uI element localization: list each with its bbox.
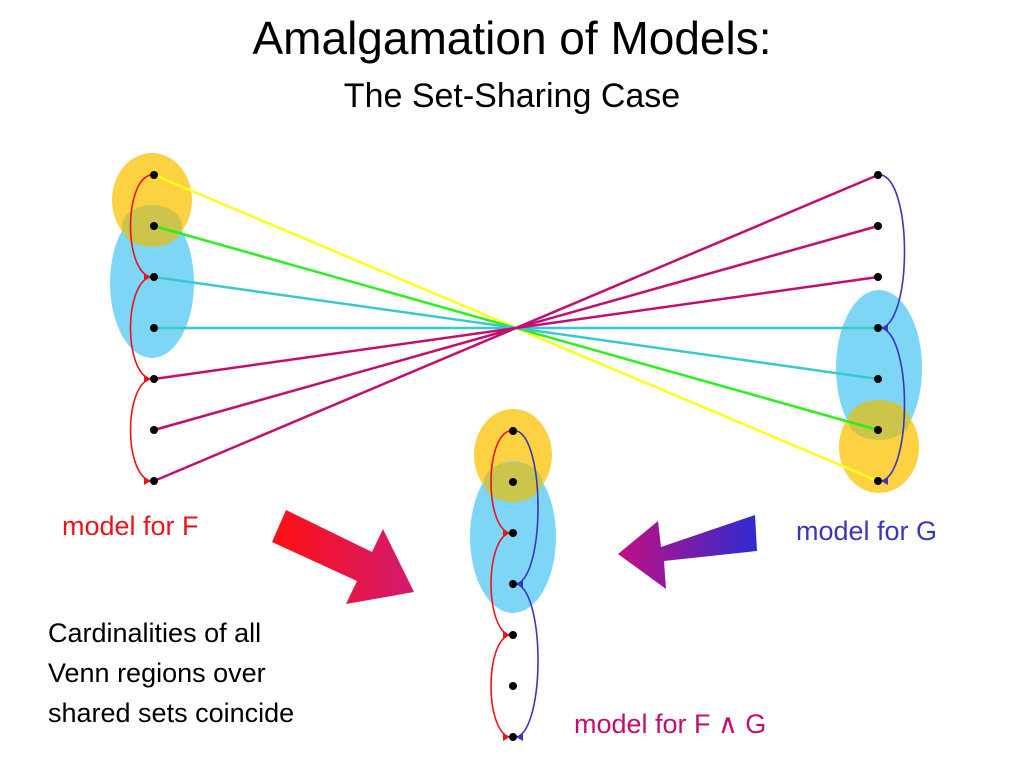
- page-subtitle: The Set-Sharing Case: [343, 77, 681, 115]
- model-fg-label: model for F ∧ G: [574, 709, 767, 739]
- model-f-point-7: [150, 477, 158, 485]
- model-fg-g-arc-2: [516, 583, 539, 738]
- model-f-point-3: [150, 273, 158, 281]
- model-g-point-3: [874, 273, 882, 281]
- model-g-overlap: [848, 400, 910, 440]
- crossing-line-7: [153, 173, 879, 483]
- arrow-g-to-fg: [618, 515, 757, 589]
- model-g-arc-2: [881, 327, 906, 482]
- model-points: [150, 171, 882, 741]
- crossing-lines: [153, 173, 879, 483]
- model-f-chain: [129, 174, 151, 485]
- model-g-point-1: [874, 171, 882, 179]
- model-fg-f-arrowhead-3: [503, 733, 510, 741]
- model-f-point-4: [150, 324, 158, 332]
- model-fg-point-1: [509, 427, 517, 435]
- model-f-arc-3: [129, 378, 151, 482]
- model-g-sets: [836, 290, 922, 493]
- model-g-point-4: [874, 324, 882, 332]
- note-line-3: shared sets coincide: [48, 698, 295, 728]
- model-fg-g-arrowhead-2: [516, 733, 523, 741]
- model-f-arrowhead-3: [144, 477, 151, 485]
- note-line-1: Cardinalities of all: [48, 618, 262, 648]
- model-fg-f-arc-1: [490, 430, 510, 534]
- model-f-label: model for F: [62, 511, 199, 541]
- model-fg-point-3: [509, 529, 517, 537]
- model-g-point-5: [874, 375, 882, 383]
- note-line-2: Venn regions over: [48, 658, 266, 688]
- model-fg-point-2: [509, 478, 517, 486]
- model-g-point-2: [874, 222, 882, 230]
- model-fg-point-4: [509, 580, 517, 588]
- cardinality-note: Cardinalities of all Venn regions over s…: [48, 613, 378, 733]
- model-fg-chains: [490, 430, 539, 741]
- model-f-point-1: [150, 171, 158, 179]
- model-fg-f-arc-2: [490, 532, 510, 636]
- model-f-point-2: [150, 222, 158, 230]
- model-g-point-7: [874, 477, 882, 485]
- model-g-arrowhead-2: [881, 477, 888, 485]
- model-f-arc-2: [129, 276, 151, 380]
- model-fg-point-5: [509, 631, 517, 639]
- model-g-arc-1: [881, 174, 906, 329]
- model-g-label: model for G: [796, 516, 938, 546]
- model-fg-point-6: [509, 682, 517, 690]
- model-f-point-6: [150, 426, 158, 434]
- model-f-arc-1: [129, 174, 151, 278]
- arrow-f-to-fg: [272, 510, 414, 604]
- page-title: Amalgamation of Models:: [252, 12, 772, 64]
- model-g-point-6: [874, 426, 882, 434]
- model-fg-f-arc-3: [490, 634, 510, 738]
- model-g-chain: [881, 174, 906, 485]
- model-f-point-5: [150, 375, 158, 383]
- model-fg-point-7: [509, 733, 517, 741]
- model-fg-g-arc-1: [516, 430, 539, 585]
